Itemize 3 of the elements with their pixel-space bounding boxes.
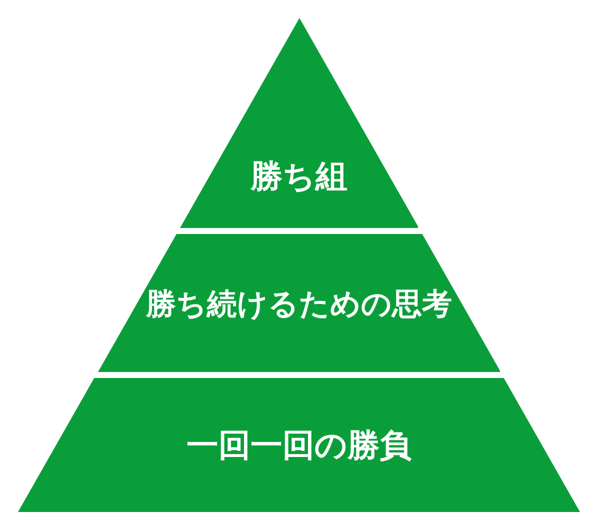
tier-label: 勝ち組: [250, 156, 348, 196]
tier-label: 一回一回の勝負: [186, 425, 412, 465]
tier-label: 勝ち続けるための思考: [146, 286, 452, 324]
